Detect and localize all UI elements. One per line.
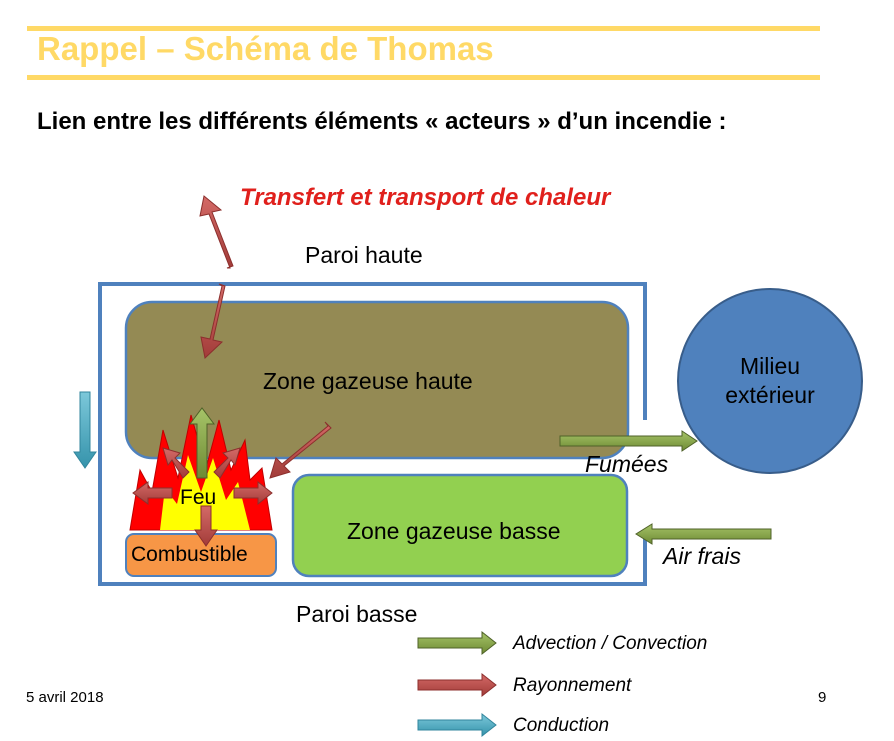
fire-flame-inner bbox=[160, 455, 250, 530]
zone-haute-box bbox=[124, 300, 630, 460]
zone-haute-label: Zone gazeuse haute bbox=[263, 368, 473, 394]
fumees-arrow bbox=[559, 430, 698, 452]
legend-conduction-label: Conduction bbox=[513, 715, 610, 736]
footer-date: 5 avril 2018 bbox=[26, 689, 104, 706]
zone-basse-box bbox=[291, 473, 629, 578]
paroi-haute-label: Paroi haute bbox=[305, 242, 423, 268]
heat-transfer-title: Transfert et transport de chaleur bbox=[240, 184, 611, 211]
milieu-label-line2: extérieur bbox=[725, 382, 815, 408]
radiation-arrow-down-from-top bbox=[200, 283, 226, 359]
slide-title: Rappel – Schéma de Thomas bbox=[37, 30, 494, 67]
radiation-arrow-down bbox=[194, 505, 218, 547]
title-bar-top bbox=[27, 26, 820, 31]
title-bar-bottom bbox=[27, 75, 820, 80]
radiation-arrow-right bbox=[233, 480, 273, 506]
radiation-arrow-upleft bbox=[162, 447, 190, 479]
legend-advection-arrow bbox=[417, 630, 497, 656]
radiation-arrow-up bbox=[199, 195, 234, 269]
legend-conduction-arrow bbox=[417, 712, 497, 738]
radiation-arrow-left bbox=[132, 481, 173, 505]
air-frais-label: Air frais bbox=[663, 543, 741, 569]
legend-rayonnement-label: Rayonnement bbox=[513, 675, 632, 696]
paroi-basse-label: Paroi basse bbox=[296, 601, 418, 627]
zone-basse-label: Zone gazeuse basse bbox=[347, 518, 561, 544]
combustible-label: Combustible bbox=[131, 543, 248, 566]
milieu-exterieur-circle bbox=[677, 288, 863, 474]
legend-advection-label: Advection / Convection bbox=[513, 633, 708, 654]
radiation-arrow-upright bbox=[213, 447, 241, 479]
room-wall bbox=[98, 282, 647, 586]
subtitle: Lien entre les différents éléments « act… bbox=[37, 108, 727, 135]
radiation-arrow-diagonal bbox=[269, 421, 332, 479]
conduction-arrow bbox=[73, 391, 97, 469]
fumees-label: Fumées bbox=[585, 451, 669, 477]
convection-arrow-fire-up bbox=[189, 407, 215, 479]
feu-label: Feu bbox=[180, 486, 217, 509]
milieu-label-line1: Milieu bbox=[739, 353, 801, 379]
legend-rayonnement-arrow bbox=[417, 672, 497, 698]
air-frais-arrow bbox=[635, 523, 772, 545]
footer-page-number: 9 bbox=[818, 689, 827, 706]
